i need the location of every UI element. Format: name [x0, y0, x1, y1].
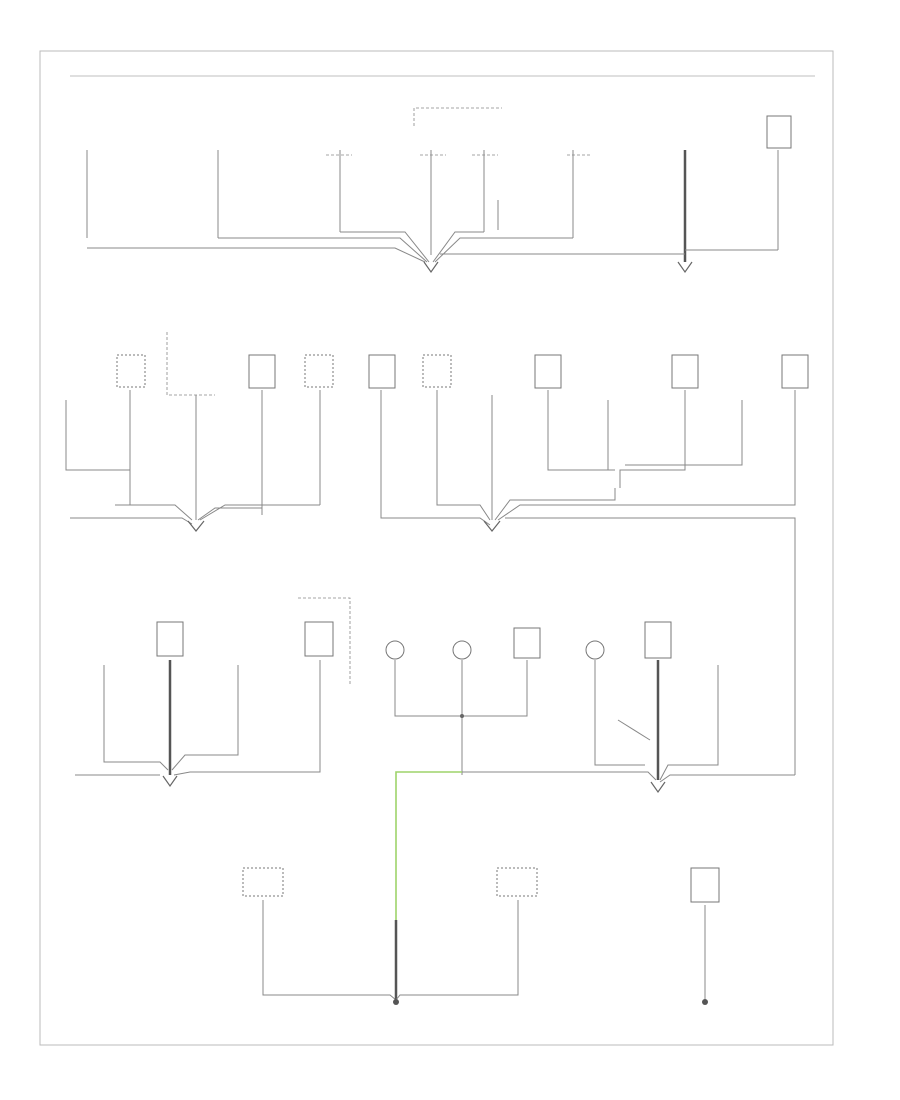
ground-section-4	[242, 867, 720, 1005]
component-icon	[116, 354, 146, 388]
ground-icon	[702, 999, 708, 1005]
component-icon	[242, 867, 284, 897]
component-icon	[304, 621, 334, 657]
splice-icon	[460, 714, 464, 718]
lamp-icon	[585, 640, 605, 660]
highlighted-wire	[395, 771, 462, 920]
lamp-icon	[385, 640, 405, 660]
component-icon	[671, 354, 699, 389]
component-icon	[534, 354, 562, 389]
component-icon	[156, 621, 184, 657]
component-icon	[368, 354, 396, 389]
component-icon	[644, 621, 672, 659]
lamp-icon	[452, 640, 472, 660]
component-icon	[513, 627, 541, 659]
ground-section-3-left	[75, 597, 351, 788]
ground-icon	[423, 261, 439, 274]
component-icon	[766, 115, 792, 149]
component-icon	[422, 354, 452, 388]
ground-section-2-left	[65, 332, 334, 532]
ground-section-3-right	[385, 621, 795, 794]
ground-section-2-right	[368, 354, 809, 775]
ground-icon	[677, 261, 693, 274]
ground-icon	[483, 520, 501, 532]
ground-section-1	[86, 107, 792, 274]
component-icon	[248, 354, 276, 389]
ground-icon	[650, 781, 666, 794]
ground-icon	[187, 520, 205, 532]
ground-icon	[393, 999, 399, 1005]
component-icon	[496, 867, 538, 897]
diagram-frame	[39, 50, 834, 1046]
component-icon	[304, 354, 334, 388]
component-icon	[781, 354, 809, 389]
component-icon	[690, 867, 720, 903]
ground-icon	[162, 775, 178, 788]
